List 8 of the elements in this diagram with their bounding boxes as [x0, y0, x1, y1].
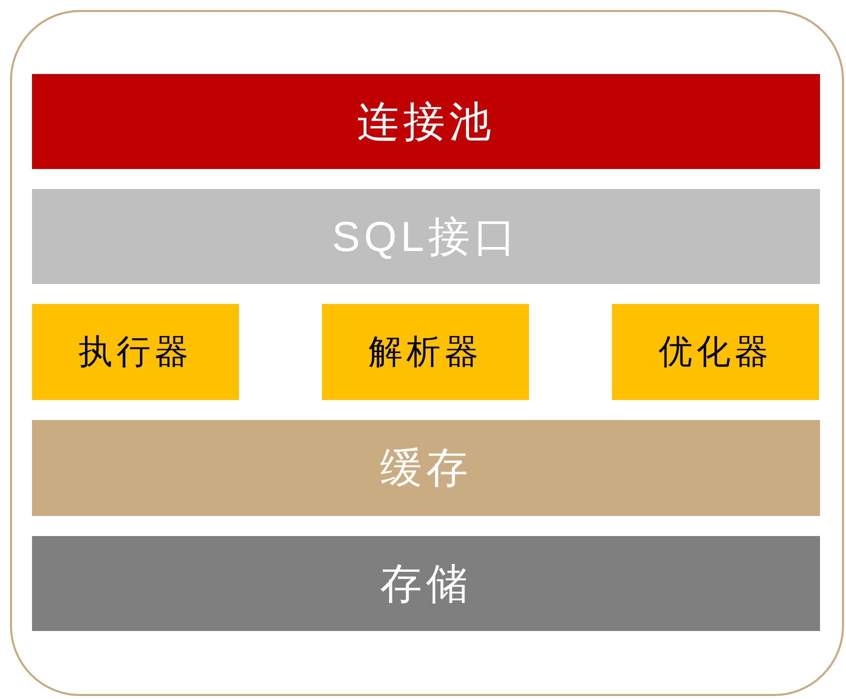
module-box: 优化器	[612, 304, 819, 400]
layer-bar: 缓存	[32, 420, 820, 516]
layer-bar: 存储	[32, 536, 820, 631]
layer-bar: 连接池	[32, 74, 820, 169]
module-box: 执行器	[32, 304, 239, 400]
frame-box	[10, 10, 844, 696]
module-box: 解析器	[322, 304, 529, 400]
layer-bar: SQL接口	[32, 189, 820, 284]
